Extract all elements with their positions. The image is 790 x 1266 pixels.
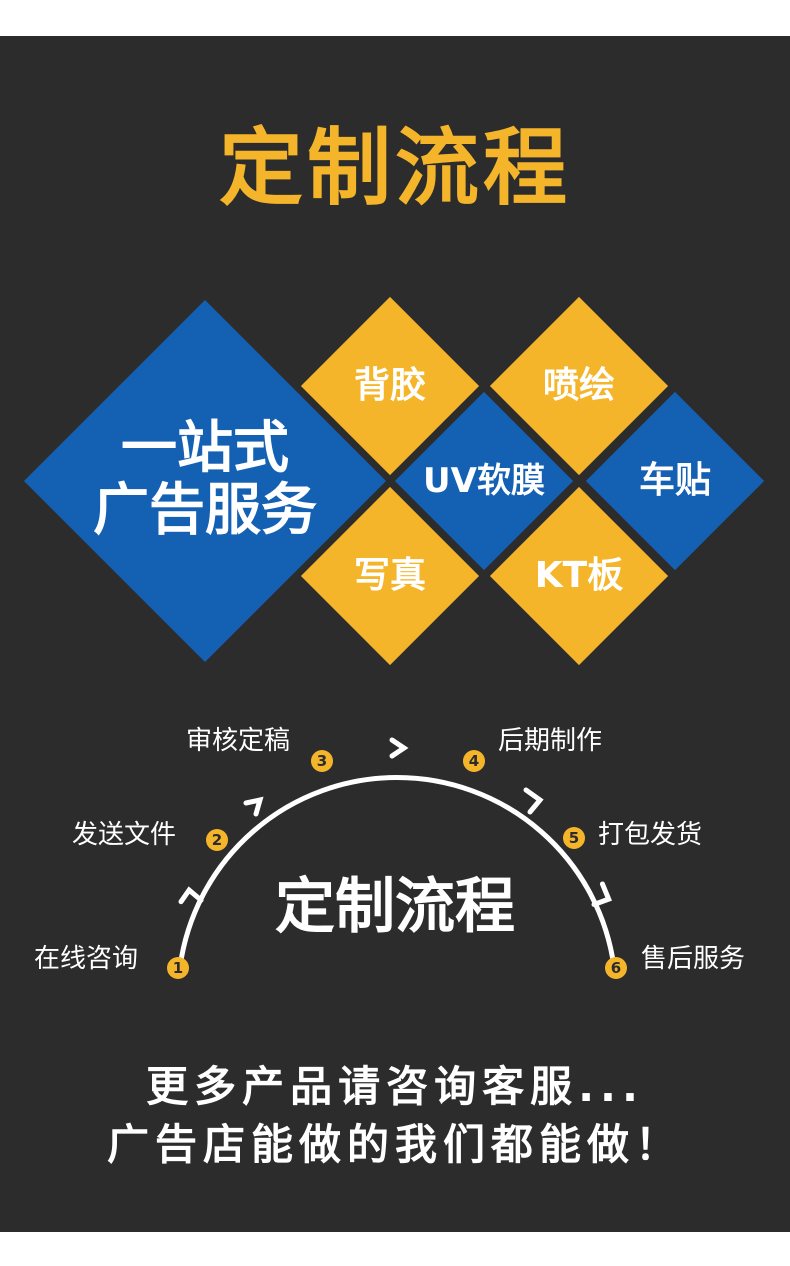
label-xiezhen: 写真	[353, 555, 426, 596]
hero-main-line1: 一站式	[121, 416, 289, 481]
step-4-number: 4	[469, 752, 479, 770]
arrow-icon	[178, 737, 612, 908]
step-1-number: 1	[173, 959, 183, 977]
step-2-number: 2	[212, 831, 222, 849]
step-2-circle	[206, 829, 228, 851]
footer-line2: 广告店能做的我们都能做！	[106, 1120, 683, 1169]
process-center-title: 定制流程	[275, 872, 515, 942]
footer-line1: 更多产品请咨询客服...	[146, 1062, 644, 1111]
hero-main-label: 一站式 广告服务	[40, 418, 370, 542]
label-uv: UV软膜	[423, 461, 545, 501]
step-4-label: 后期制作	[498, 726, 603, 756]
label-kt: KT板	[534, 555, 624, 596]
step-4-circle	[463, 750, 485, 772]
step-5-number: 5	[569, 829, 579, 847]
step-numbers: 1 2 3 4 5 6	[173, 752, 621, 977]
step-1-circle	[167, 957, 189, 979]
label-beijiao: 背胶	[353, 365, 426, 406]
label-chetie: 车贴	[638, 460, 711, 501]
step-3-circle	[311, 750, 333, 772]
step-6-number: 6	[611, 959, 621, 977]
step-6-circle	[605, 957, 627, 979]
step-3-number: 3	[317, 752, 327, 770]
step-2-label: 发送文件	[72, 820, 177, 850]
step-3-label: 审核定稿	[186, 726, 291, 756]
hero-main-line2: 广告服务	[93, 478, 317, 543]
page-title: 定制流程	[218, 119, 571, 217]
label-penhui: 喷绘	[542, 365, 615, 406]
step-circles	[167, 750, 627, 979]
step-5-circle	[563, 827, 585, 849]
arc-line	[177, 775, 617, 968]
step-6-label: 售后服务	[641, 944, 746, 974]
step-5-label: 打包发货	[598, 820, 703, 850]
step-1-label: 在线咨询	[34, 944, 139, 974]
